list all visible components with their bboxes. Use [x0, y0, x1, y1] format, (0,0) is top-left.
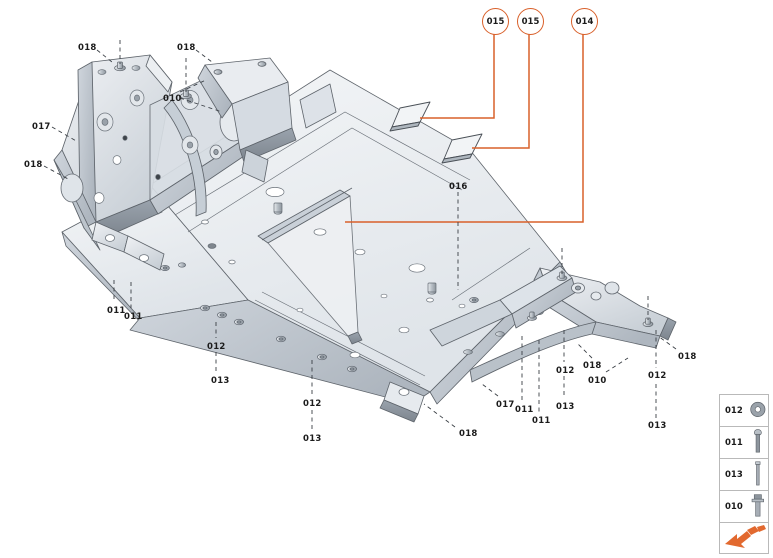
floor-stud-group [207, 202, 437, 295]
flange-bolt-icon [748, 492, 768, 522]
part-label-016: 016 [449, 182, 468, 192]
leader-015b [472, 33, 530, 149]
chassis-recess-channel [257, 187, 363, 345]
legend-row-011[interactable]: 011 [720, 427, 768, 459]
leader-018-fr2 [657, 335, 677, 350]
leader-018-l [43, 165, 71, 181]
leader-010-l [179, 79, 207, 93]
leader-018-tc [195, 49, 213, 63]
part-label-017: 017 [32, 122, 51, 132]
long-screw-icon [748, 460, 768, 490]
chassis-rails [174, 111, 531, 386]
callout-014[interactable]: 014 [571, 8, 598, 35]
part-label-013: 013 [648, 421, 667, 431]
part-label-012: 012 [556, 366, 575, 376]
leader-018-fr [423, 403, 456, 428]
floor-hole-group [201, 187, 466, 359]
left-fastener-studs [114, 61, 192, 100]
part-label-012: 012 [207, 342, 226, 352]
leader-018-r [577, 343, 593, 359]
part-label-012: 012 [303, 399, 322, 409]
leader-015a [420, 33, 495, 119]
part-label-011: 011 [532, 416, 551, 426]
part-label-013: 013 [211, 376, 230, 386]
right-bracket-assembly [429, 265, 677, 383]
part-label-012: 012 [648, 371, 667, 381]
legend-code: 013 [725, 469, 743, 480]
part-label-011: 011 [124, 312, 143, 322]
callout-015-b[interactable]: 015 [517, 8, 544, 35]
legend-row-013[interactable]: 013 [720, 459, 768, 491]
leader-018-tl [96, 49, 113, 63]
legend-row-012[interactable]: 012 [720, 395, 768, 427]
pin-fastener-icon [748, 428, 768, 458]
part-label-018: 018 [78, 43, 97, 53]
bolt-row-front [160, 262, 357, 373]
part-015-plate-a [389, 101, 431, 132]
front-lip [379, 381, 425, 423]
callout-label: 015 [521, 16, 540, 27]
part-label-018: 018 [24, 160, 43, 170]
washer-icon [748, 396, 768, 426]
part-label-018: 018 [678, 352, 697, 362]
parts-legend: 012 011 013 010 [719, 394, 769, 554]
orange-arrow-icon [721, 524, 767, 554]
callout-label: 015 [486, 16, 505, 27]
legend-row-010[interactable]: 010 [720, 491, 768, 523]
part-label-018: 018 [177, 43, 196, 53]
leader-017-l [51, 126, 79, 143]
center-structure [197, 57, 337, 183]
callout-label: 014 [575, 16, 594, 27]
left-bracket-feet [91, 221, 165, 271]
legend-code: 012 [725, 405, 743, 416]
part-label-018: 018 [459, 429, 478, 439]
leader-017-r [481, 383, 499, 397]
part-label-011: 011 [107, 306, 126, 316]
leader-014 [345, 33, 584, 223]
legend-row-arrow[interactable] [720, 523, 768, 555]
callout-leaders-orange [345, 33, 584, 223]
part-label-011: 011 [515, 405, 534, 415]
part-015-plate-b [441, 133, 483, 164]
callout-015-a[interactable]: 015 [482, 8, 509, 35]
part-label-010: 010 [163, 94, 182, 104]
part-label-013: 013 [303, 434, 322, 444]
part-label-013: 013 [556, 402, 575, 412]
right-fastener-studs [463, 271, 654, 355]
legend-code: 011 [725, 437, 743, 448]
leader-010-r [605, 357, 629, 373]
leader-lines-dashed [43, 40, 677, 430]
part-label-017: 017 [496, 400, 515, 410]
part-label-010: 010 [588, 376, 607, 386]
part-label-018: 018 [583, 361, 602, 371]
legend-code: 010 [725, 501, 743, 512]
